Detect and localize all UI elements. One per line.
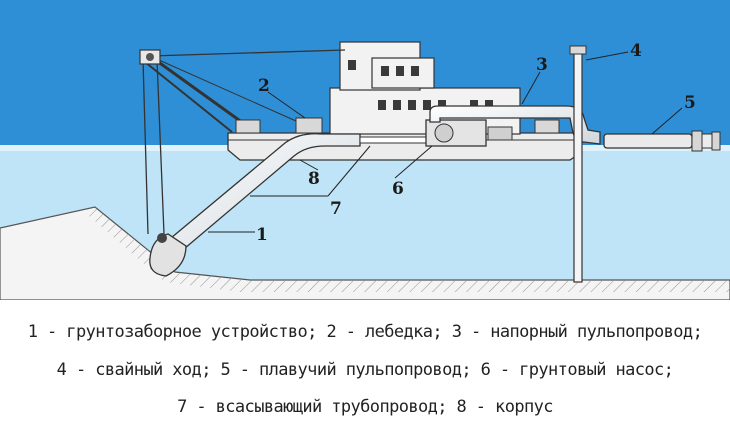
window	[408, 100, 416, 110]
window	[381, 66, 389, 76]
leader-line-8	[299, 159, 319, 171]
legend-line: 1 - грунтозаборное устройство; 2 - лебед…	[27, 322, 703, 342]
callout-8: 8	[308, 169, 320, 189]
crane-cable	[142, 59, 149, 235]
callout-1: 1	[256, 225, 268, 245]
window	[411, 66, 419, 76]
soil-intake	[149, 233, 187, 277]
callout-6: 6	[392, 179, 404, 199]
window	[393, 100, 401, 110]
intake-joint	[157, 233, 167, 243]
window	[396, 66, 404, 76]
callout-7: 7	[330, 199, 342, 219]
dredger-diagram: 1 2 3 4 5 6 7 8	[0, 0, 730, 300]
callout-2: 2	[258, 76, 270, 96]
winch	[534, 119, 560, 134]
window	[348, 60, 356, 70]
window	[470, 100, 478, 110]
float-joint	[701, 133, 713, 149]
window	[378, 100, 386, 110]
crane-boom	[149, 54, 251, 130]
crane-cable	[149, 55, 306, 126]
delivery-pipeline	[429, 105, 601, 145]
winch	[295, 117, 323, 134]
spud-pile-cap	[569, 45, 587, 55]
winch	[235, 119, 261, 134]
window	[423, 100, 431, 110]
crane-boom	[144, 61, 233, 133]
suction-pipe	[163, 133, 361, 255]
seabed-hatching	[88, 207, 730, 292]
crane-stay	[149, 49, 346, 57]
callout-3: 3	[536, 55, 548, 75]
legend-line: 7 - всасывающий трубопровод; 8 - корпус	[177, 397, 553, 417]
callout-4: 4	[630, 41, 642, 61]
pump-motor	[487, 126, 513, 141]
callout-5: 5	[684, 93, 696, 113]
leader-line-7	[327, 145, 371, 197]
leader-line-3	[521, 71, 541, 105]
leader-line-5	[651, 107, 683, 135]
float-joint	[711, 131, 721, 151]
legend-line: 4 - свайный ход; 5 - плавучий пульпопров…	[56, 360, 674, 380]
window	[438, 100, 446, 110]
leader-line-6	[394, 145, 433, 179]
float-joint	[691, 130, 703, 152]
leader-line-4	[585, 51, 629, 61]
spud-pile	[573, 49, 583, 283]
soil-pump-impeller	[434, 123, 454, 143]
crane-cable	[156, 59, 165, 235]
crane-pulley-wheel	[146, 53, 154, 61]
internal-pipe	[359, 136, 431, 144]
leader-line-2	[267, 91, 306, 119]
window	[485, 100, 493, 110]
floating-pipeline	[603, 133, 693, 149]
